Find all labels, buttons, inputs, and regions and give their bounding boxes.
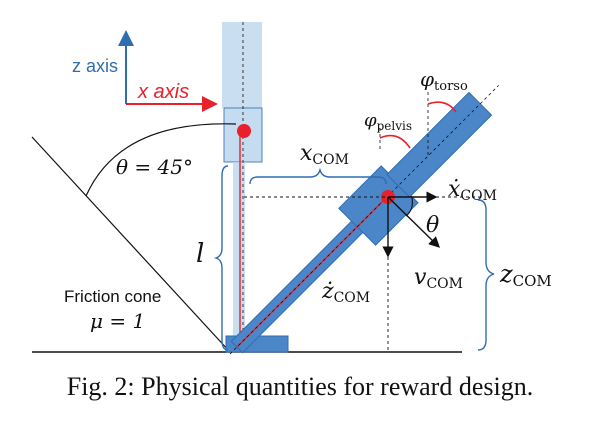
friction-cone-label: Friction cone — [64, 287, 161, 306]
friction-cone-line — [31, 136, 231, 353]
mu-label: μ = 1 — [90, 309, 145, 333]
l-brace — [213, 165, 229, 351]
z-com-brace — [477, 199, 495, 351]
z-com-label: zCOM — [499, 260, 552, 290]
v-com-label: vCOM — [414, 265, 463, 292]
l-label: l — [196, 239, 204, 269]
zdot-com-label: żCOM — [321, 279, 370, 306]
phi-torso-label: φtorso — [420, 67, 468, 94]
z-axis-label: z axis — [72, 56, 118, 76]
figure-caption: Fig. 2: Physical quantities for reward d… — [66, 372, 534, 401]
phi-torso-arc — [427, 101, 457, 113]
com-theta-label: θ — [426, 213, 439, 238]
x-axis-label: x axis — [137, 81, 189, 103]
theta-arc — [85, 123, 237, 197]
tilted-robot — [229, 85, 499, 355]
x-com-label: xCOM — [300, 141, 349, 168]
com-theta-arc — [405, 196, 413, 217]
v-com-arrow — [387, 196, 441, 248]
x-com-brace — [249, 167, 387, 185]
upright-robot-leg — [233, 162, 245, 340]
upright-robot-top — [222, 22, 262, 108]
upright-com-dot — [237, 124, 251, 138]
theta-45-label: θ = 45° — [116, 155, 193, 179]
phi-pelvis-label: φpelvis — [364, 110, 412, 133]
xdot-com-label: ẋCOM — [448, 177, 497, 204]
phi-pelvis-arc — [379, 134, 411, 149]
